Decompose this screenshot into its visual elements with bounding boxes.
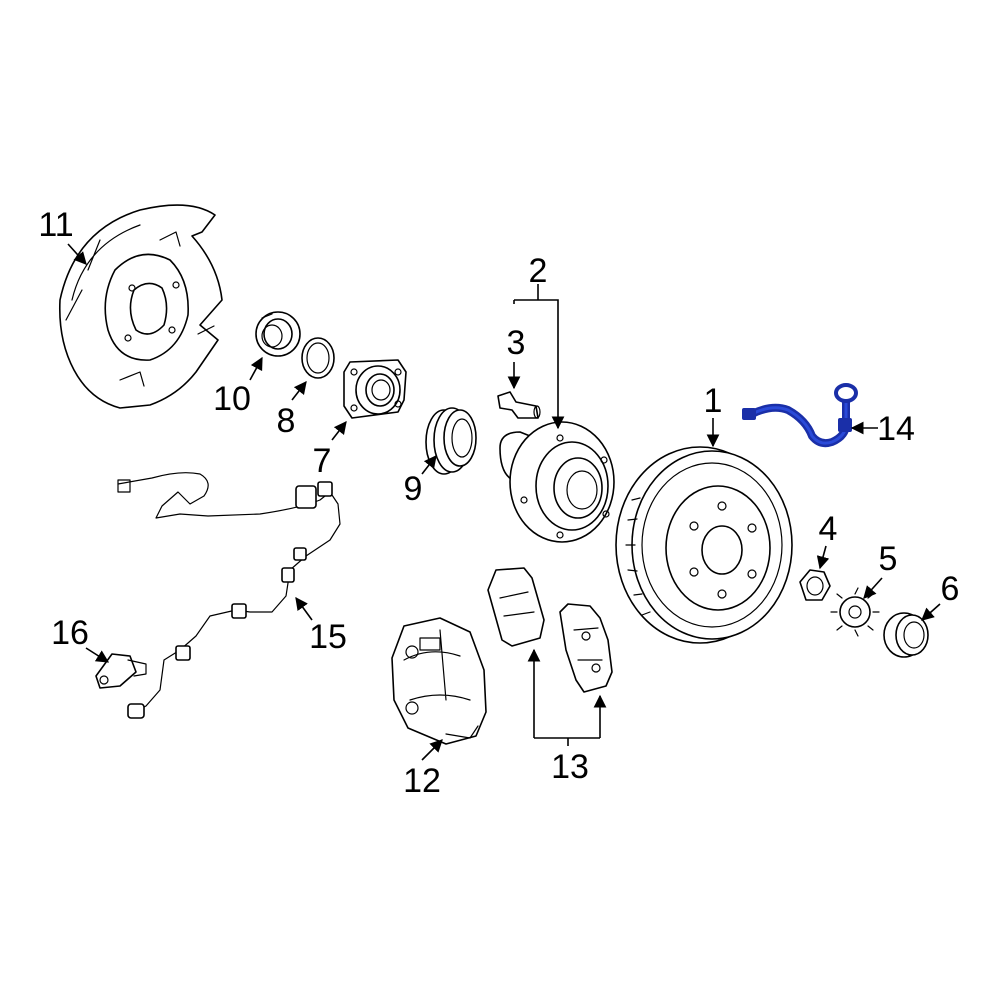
callout-4[interactable]: 4 (819, 510, 838, 548)
dust-shield-part[interactable] (58, 204, 223, 409)
hub-part[interactable] (499, 421, 615, 543)
brake-caliper-part[interactable] (391, 617, 487, 745)
callout-9[interactable]: 9 (404, 470, 423, 508)
callout-12[interactable]: 12 (403, 762, 441, 800)
leader-lines (67, 243, 941, 761)
seal-part[interactable] (255, 311, 301, 357)
callout-2[interactable]: 2 (529, 252, 548, 290)
snap-ring-part[interactable] (301, 337, 335, 379)
callout-10[interactable]: 10 (213, 380, 251, 418)
callout-8[interactable]: 8 (277, 402, 296, 440)
callout-1[interactable]: 1 (704, 382, 723, 420)
callout-3[interactable]: 3 (507, 324, 526, 362)
callout-11[interactable]: 11 (38, 206, 73, 244)
callout-15[interactable]: 15 (309, 618, 347, 656)
brake-pads-part[interactable] (487, 567, 613, 693)
callout-labels: 1 2 3 4 5 6 7 8 9 10 11 12 13 14 15 16 (38, 206, 959, 800)
brake-rotor-part[interactable] (615, 446, 793, 644)
callout-6[interactable]: 6 (941, 570, 960, 608)
hub-nut-part[interactable] (799, 569, 831, 601)
callout-7[interactable]: 7 (313, 442, 332, 480)
abs-sensor-wire-part[interactable] (117, 472, 341, 719)
brake-hose-part[interactable] (742, 383, 858, 448)
callout-13[interactable]: 13 (551, 748, 589, 786)
hub-bearing-part[interactable] (343, 359, 407, 419)
lock-washer-part[interactable] (830, 587, 880, 637)
callout-14[interactable]: 14 (877, 410, 915, 448)
grease-seal-part[interactable] (425, 407, 477, 475)
callout-16[interactable]: 16 (51, 614, 89, 652)
hub-cap-part[interactable] (883, 612, 929, 658)
callout-5[interactable]: 5 (879, 540, 898, 578)
wheel-stud-part[interactable] (497, 391, 541, 419)
